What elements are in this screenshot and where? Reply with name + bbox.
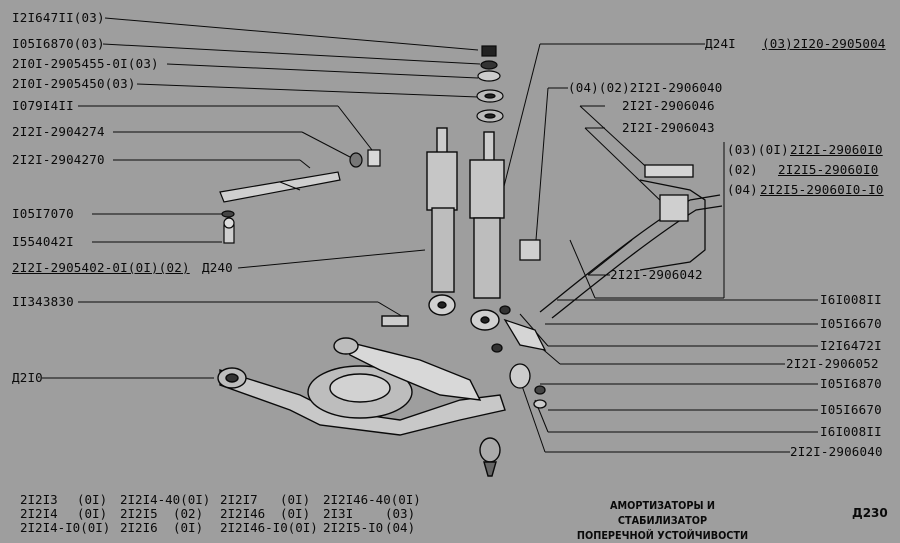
part-label: 2I2I-2906052 [786,356,879,371]
part-label: 2I2I-2906040 [790,444,883,459]
model-code: 2I2I7 [220,492,258,507]
part-label: (03)2I20-2905004 [762,36,886,51]
model-code: 2I2I46 [220,506,266,521]
model-code: 2I2I4-40(0I) [120,492,211,507]
diagram-title: АМОРТИЗАТОРЫ И СТАБИЛИЗАТОР ПОПЕРЕЧНОЙ У… [568,498,757,543]
part-label: 2I2I-2906042 [610,267,703,282]
part-label: 2I0I-2905450(03) [12,76,136,91]
model-code: 2I2I5-I0 [323,520,384,535]
model-code: 2I2I3 [20,492,58,507]
part-label: 2I0I-2905455-0I(03) [12,56,159,71]
part-label: I079I4II [12,98,74,113]
page-code: Д230 [852,506,888,520]
model-code: (0I) [77,492,108,507]
part-label: I05I6870(03) [12,36,105,51]
part-label: I554042I [12,234,74,249]
model-code: 2I2I6 [120,520,158,535]
part-label: (04)(02)2I2I-2906040 [568,80,723,95]
part-label: Д2I0 [12,370,43,385]
part-label: 2I2I5-29060I0 [778,162,879,177]
part-label: I2I6472I [820,338,882,353]
model-code: (02) [173,506,204,521]
part-label: I6I008II [820,292,882,307]
part-label: (02) [727,162,758,177]
model-code: 2I2I46-40(0I) [323,492,421,507]
part-label: II343830 [12,294,74,309]
title-line-1: АМОРТИЗАТОРЫ И СТАБИЛИЗАТОР [610,499,715,527]
part-label: 2I2I-2904274 [12,124,105,139]
part-label: (04) [727,182,758,197]
model-code: 2I2I5 [120,506,158,521]
part-label: 2I2I-2904270 [12,152,105,167]
model-code: (0I) [280,506,311,521]
part-label: 2I2I-2906046 [622,98,715,113]
part-label: I05I6670 [820,316,882,331]
model-code: 2I2I4 [20,506,58,521]
part-label: I05I7070 [12,206,74,221]
part-label: I05I6870 [820,376,882,391]
part-label: Д24I [705,36,736,51]
part-label: 2I2I5-29060I0-I0 [760,182,884,197]
model-code: (03) [385,506,416,521]
model-code: 2I3I [323,506,354,521]
part-label: I2I647II(03) [12,10,105,25]
model-code: (04) [385,520,416,535]
model-code: 2I2I46-I0(0I) [220,520,318,535]
part-label: I6I008II [820,424,882,439]
title-line-2: ПОПЕРЕЧНОЙ УСТОЙЧИВОСТИ [576,529,749,542]
part-label: (03)(0I) [727,142,789,157]
model-code: 2I2I4-I0(0I) [20,520,111,535]
model-code: (0I) [280,492,311,507]
part-label: I05I6670 [820,402,882,417]
part-label: 2I2I-2906043 [622,120,715,135]
model-code: (0I) [173,520,204,535]
model-code: (0I) [77,506,108,521]
part-label: 2I2I-29060I0 [790,142,883,157]
part-label: Д240 [202,260,233,275]
part-label: 2I2I-2905402-0I(0I)(02) [12,260,190,275]
